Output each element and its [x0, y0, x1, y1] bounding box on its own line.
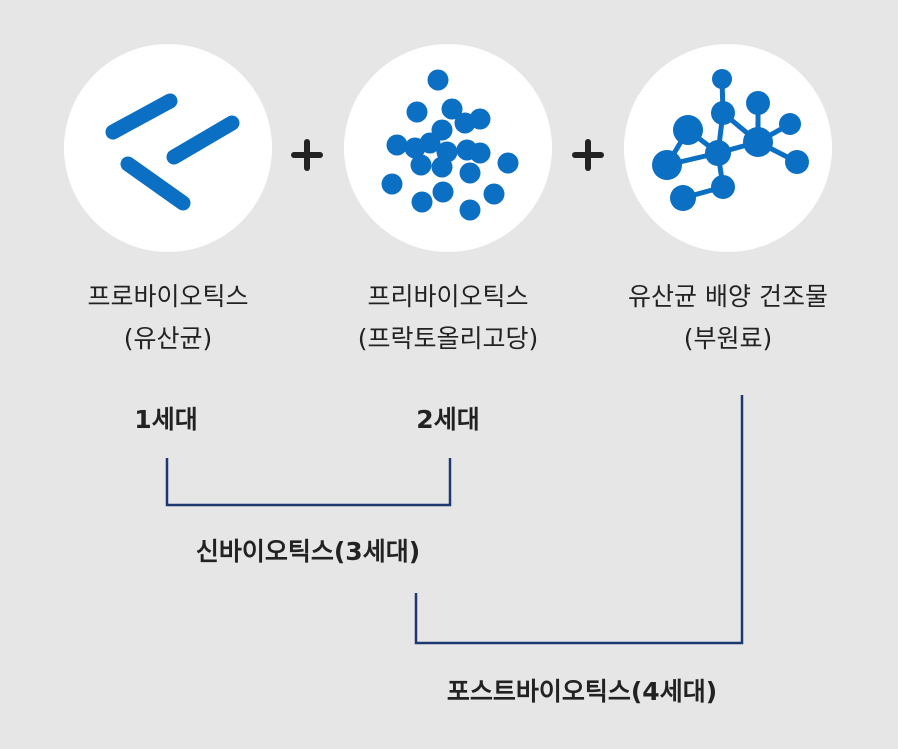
item-subtitle: (유산균)	[123, 324, 213, 353]
culture-extract-label: 유산균 배양 건조물 (부원료)	[628, 276, 828, 360]
molecule-node	[779, 113, 801, 135]
particle-dot	[427, 69, 449, 91]
particle-dot	[411, 191, 433, 213]
item-title: 유산균 배양 건조물	[628, 282, 828, 311]
particle-dot	[459, 199, 481, 221]
synbiotics-bracket	[165, 458, 452, 507]
molecule-network-icon	[652, 69, 809, 211]
postbiotics-bracket	[414, 395, 744, 645]
molecule-node	[673, 115, 703, 145]
particle-dot	[483, 183, 505, 205]
item-title: 프리바이오틱스	[367, 282, 529, 311]
fourth-generation-label: 포스트바이오틱스(4세대)	[446, 677, 718, 706]
particle-dot	[459, 162, 481, 184]
molecule-node	[746, 91, 770, 115]
particle-dot	[432, 181, 454, 203]
particle-dot	[497, 152, 519, 174]
second-generation-label: 2세대	[416, 405, 480, 434]
first-generation-label: 1세대	[134, 405, 198, 434]
prebiotics-label: 프리바이오틱스 (프락토올리고당)	[358, 276, 539, 360]
particle-dot	[469, 142, 491, 164]
probiotics-circle	[64, 44, 272, 252]
molecule-node	[652, 150, 682, 180]
molecule-node	[743, 127, 773, 157]
rod-bacteria-icon	[105, 93, 240, 211]
particle-dot	[406, 101, 428, 123]
molecule-node	[711, 101, 735, 125]
probiotics-label: 프로바이오틱스 (유산균)	[87, 276, 248, 360]
molecule-node	[712, 69, 732, 89]
particle-dot	[381, 173, 403, 195]
particle-dot	[441, 98, 463, 120]
particle-dot	[386, 134, 408, 156]
particle-dot	[431, 156, 453, 178]
plus-icon	[291, 139, 604, 171]
particle-dot	[419, 132, 441, 154]
item-subtitle: (프락토올리고당)	[357, 324, 539, 353]
third-generation-label: 신바이오틱스(3세대)	[195, 537, 421, 566]
molecule-node	[705, 140, 731, 166]
molecule-node	[711, 175, 735, 199]
particle-cluster-icon	[381, 69, 519, 221]
particle-dot	[454, 112, 476, 134]
item-title: 프로바이오틱스	[87, 282, 249, 311]
molecule-node	[785, 150, 809, 174]
item-subtitle: (부원료)	[683, 324, 773, 353]
molecule-node	[670, 185, 696, 211]
particle-dot	[410, 154, 432, 176]
